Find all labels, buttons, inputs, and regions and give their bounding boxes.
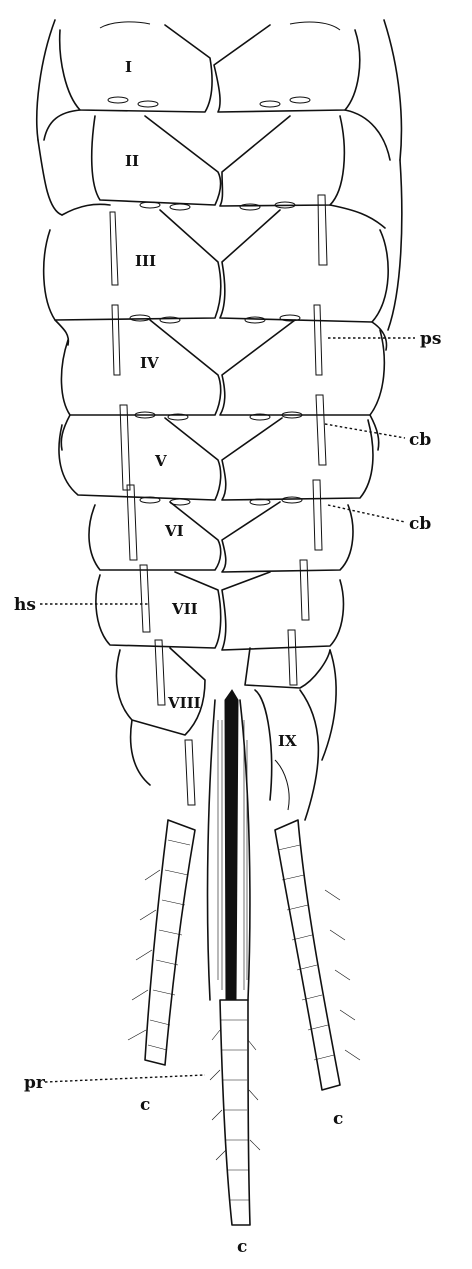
segment-9	[254, 689, 320, 821]
numeral-4: IV	[140, 354, 159, 372]
label-c-right: c	[333, 1109, 343, 1129]
numeral-7: VII	[171, 600, 198, 618]
numeral-8: VIII	[167, 694, 201, 712]
leader-lines	[40, 337, 415, 1083]
segment-2	[61, 96, 386, 229]
label-cb-lower: cb	[409, 514, 431, 534]
numeral-5: V	[154, 452, 167, 470]
numeral-2: II	[125, 152, 139, 170]
segment-numerals: I II III IV V VI VII VIII IX	[125, 58, 297, 750]
label-ps: ps	[420, 329, 441, 349]
segment-7	[95, 559, 345, 651]
label-c-center: c	[237, 1237, 247, 1257]
left-cercus	[127, 819, 196, 1066]
label-hs: hs	[14, 595, 36, 615]
segment-4	[60, 304, 386, 451]
annotation-labels: ps cb cb hs pr c c c	[14, 329, 441, 1257]
right-cercus	[274, 819, 361, 1091]
label-c-left: c	[140, 1095, 150, 1115]
numeral-1: I	[125, 58, 132, 76]
numeral-6: VI	[164, 522, 184, 540]
segment-8	[115, 629, 337, 806]
segment-5	[58, 394, 374, 506]
segment-3	[42, 194, 389, 351]
label-cb-upper: cb	[409, 430, 431, 450]
numeral-3: III	[135, 252, 156, 270]
central-cercus	[209, 999, 261, 1226]
numeral-9: IX	[278, 732, 297, 750]
segment-1	[43, 21, 391, 161]
label-pr: pr	[24, 1073, 46, 1093]
central-appendage	[206, 689, 251, 1001]
segment-6	[88, 479, 354, 573]
body-outline	[36, 19, 403, 331]
